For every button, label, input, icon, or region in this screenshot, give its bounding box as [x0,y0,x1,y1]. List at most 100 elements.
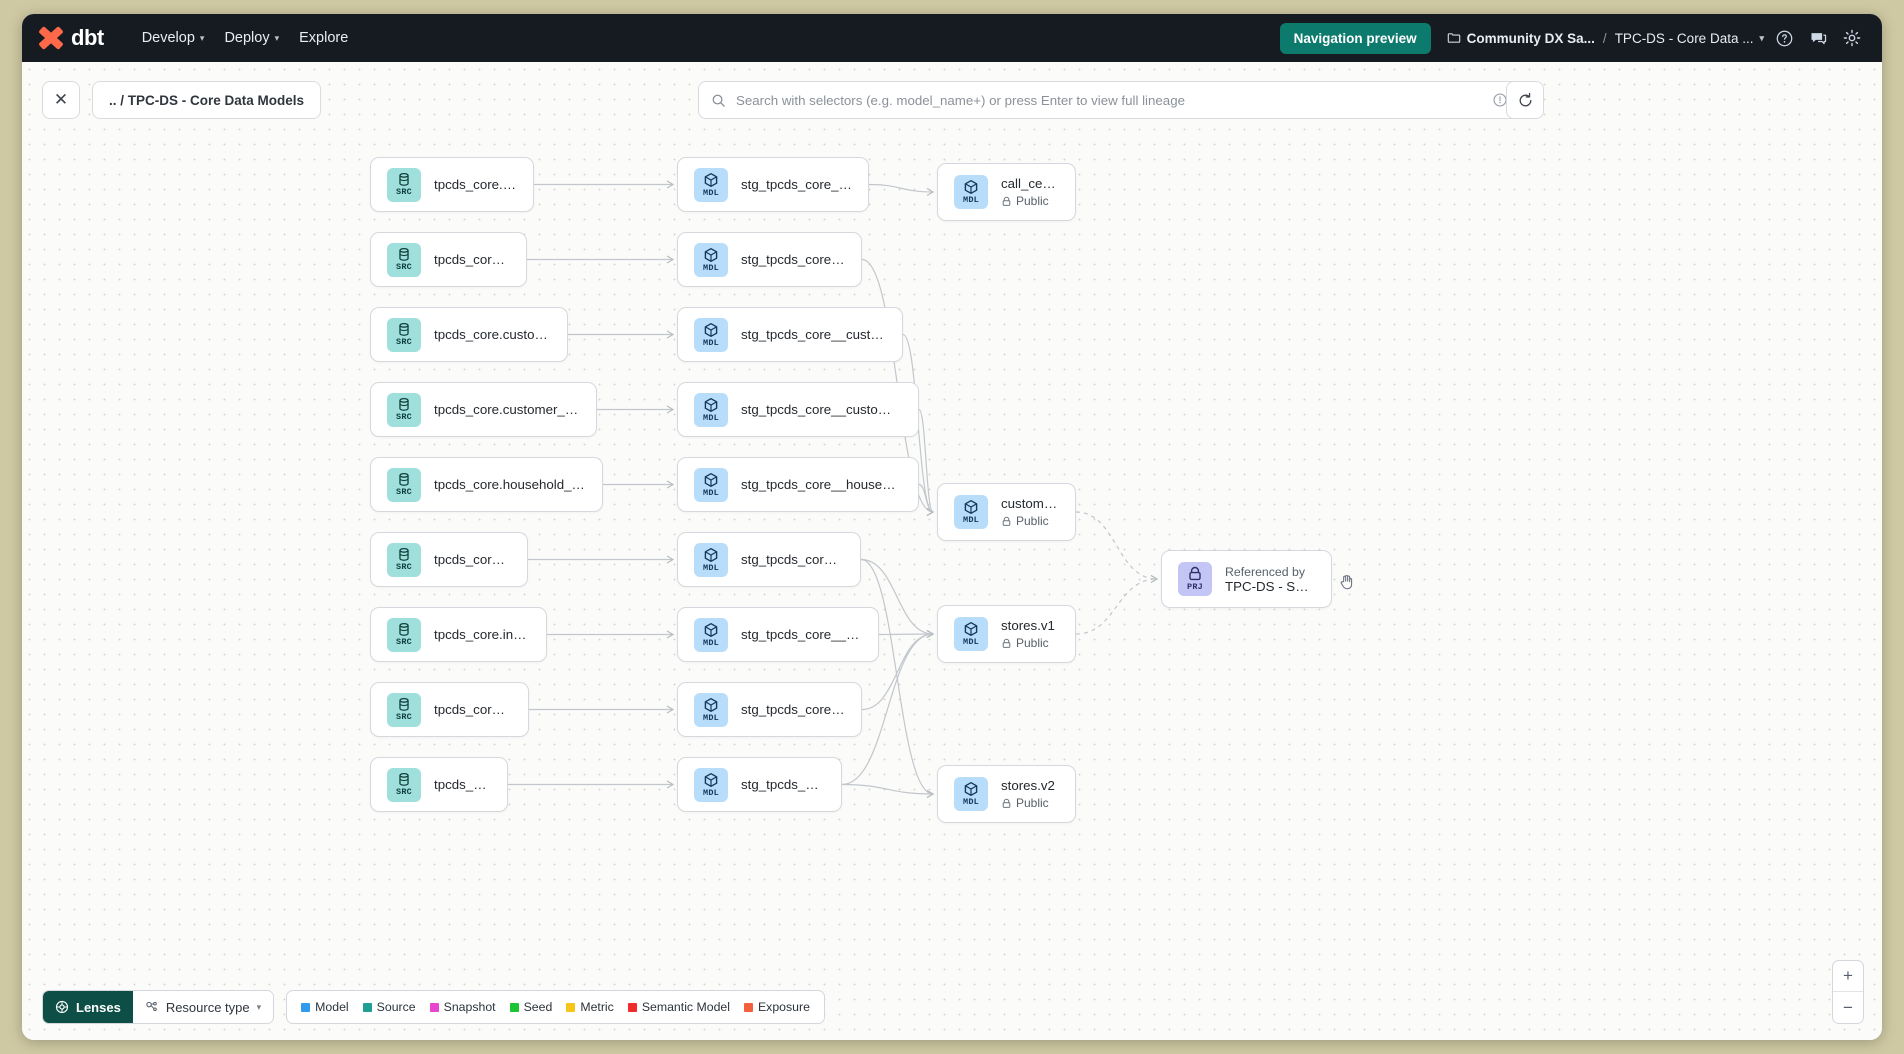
lineage-node-model[interactable]: MDL stg_tpcds_core__call_center [677,157,869,212]
settings-icon[interactable] [1838,24,1866,52]
nav-item-explore-label: Explore [299,30,349,46]
nav-item-explore[interactable]: Explore [289,24,358,52]
node-body: tpcds_core.customer_address [434,327,551,342]
lineage-edge-arrow [926,507,935,517]
info-icon[interactable] [1481,81,1519,119]
legend-item: Seed [509,1000,552,1014]
legend-label: Metric [580,1000,614,1014]
legend-label: Exposure [757,1000,810,1014]
lineage-node-source[interactable]: SRC tpcds_core.date_dim [370,532,528,587]
lineage-edge-arrow [926,507,935,517]
src-badge-icon: SRC [387,617,421,652]
search-input[interactable] [736,92,1509,108]
node-title-label: stores.v1 [1001,618,1055,633]
project-breadcrumb[interactable]: TPC-DS - Core Data ... ▾ [1615,31,1764,46]
lenses-icon [55,1000,69,1014]
resource-type-icon [146,1001,157,1012]
node-body: tpcds_core.call_center [434,177,517,192]
navigation-preview-button[interactable]: Navigation preview [1279,22,1431,54]
mdl-badge-icon: MDL [694,617,728,652]
zoom-controls: + − [1832,960,1864,1024]
help-icon[interactable] [1770,24,1798,52]
node-title-label: tpcds_core.date_dim [434,552,511,567]
node-access-label: Public [1016,514,1049,528]
legend-item: Semantic Model [627,1000,730,1014]
node-access-badge: Public [1001,796,1055,810]
lock-icon [1002,798,1011,808]
node-access-badge: Public [1001,514,1059,528]
lineage-graph[interactable]: SRCtpcds_core.call_centerSRCtpcds_core.c… [22,62,1882,1040]
zoom-out-button[interactable]: − [1843,997,1853,1017]
lineage-edge [1075,511,1158,580]
lenses-button[interactable]: Lenses [43,991,133,1023]
node-title-label: tpcds_core.store [434,777,491,792]
node-body: tpcds_core.household_demographics [434,477,586,492]
lineage-toolbar: ✕ .. / TPC-DS - Core Data Models [22,62,1882,138]
legend-item: Model [301,1000,349,1014]
legend-swatch [429,1002,439,1012]
feedback-icon[interactable] [1804,24,1832,52]
src-badge-icon: SRC [387,542,421,577]
prj-badge-icon: PRJ [1178,562,1212,596]
mdl-badge-icon: MDL [694,167,728,202]
refresh-button[interactable] [1506,81,1544,119]
mdl-badge-icon: MDL [954,777,988,811]
dbt-logo[interactable]: dbt [38,25,104,51]
lineage-node-model[interactable]: MDLstg_tpcds_core__customer_demogra... [677,382,919,437]
lineage-edge-arrow [926,507,935,517]
lineage-breadcrumb-button[interactable]: .. / TPC-DS - Core Data Models [92,81,322,119]
node-title-label: stg_tpcds_core__store [741,777,825,792]
legend-label: Model [315,1000,349,1014]
lineage-node-model[interactable]: MDLstg_tpcds_core__household_demogr... [677,457,919,512]
resource-type-button[interactable]: Resource type ▾ [132,991,274,1023]
node-body: stg_tpcds_core__customer_address [741,327,886,342]
lineage-canvas[interactable]: ✕ .. / TPC-DS - Core Data Models [22,62,1882,1040]
lineage-edge-arrow [666,780,675,789]
lineage-node-source[interactable]: SRC tpcds_core.income_band [370,607,547,662]
search-bar[interactable] [698,81,1522,119]
node-title-label: stg_tpcds_core__household_demogr... [741,477,902,492]
chevron-down-icon: ▾ [274,32,280,43]
zoom-in-button[interactable]: + [1833,961,1863,992]
node-title-label: stg_tpcds_core__call_center [741,177,852,192]
node-title-label: stg_tpcds_core__date_dim [741,552,844,567]
nav-item-deploy[interactable]: Deploy ▾ [214,24,289,52]
node-title-label: tpcds_core.income_band [434,627,530,642]
mdl-badge-icon: MDL [954,617,988,651]
nav-item-develop[interactable]: Develop ▾ [132,24,215,52]
resource-type-label: Resource type [165,999,250,1015]
node-title-label: stg_tpcds_core__customer_demogra... [741,402,902,417]
account-breadcrumb[interactable]: Community DX Sa... [1447,31,1595,46]
lineage-edge-arrow [666,630,675,639]
lens-control-group: Lenses Resource type ▾ [42,990,275,1024]
node-body: tpcds_core.date_dim [434,552,511,567]
node-body: stg_tpcds_core__household_demogr... [741,477,902,492]
node-title-label: TPC-DS - Sales Analytics [1225,578,1315,594]
lenses-label: Lenses [76,999,121,1015]
account-name-label: Community DX Sa... [1466,30,1595,46]
lineage-edge-arrow [666,480,675,489]
lineage-edge [918,483,934,513]
lineage-edge-arrow [1150,574,1159,584]
close-button[interactable]: ✕ [42,81,80,119]
